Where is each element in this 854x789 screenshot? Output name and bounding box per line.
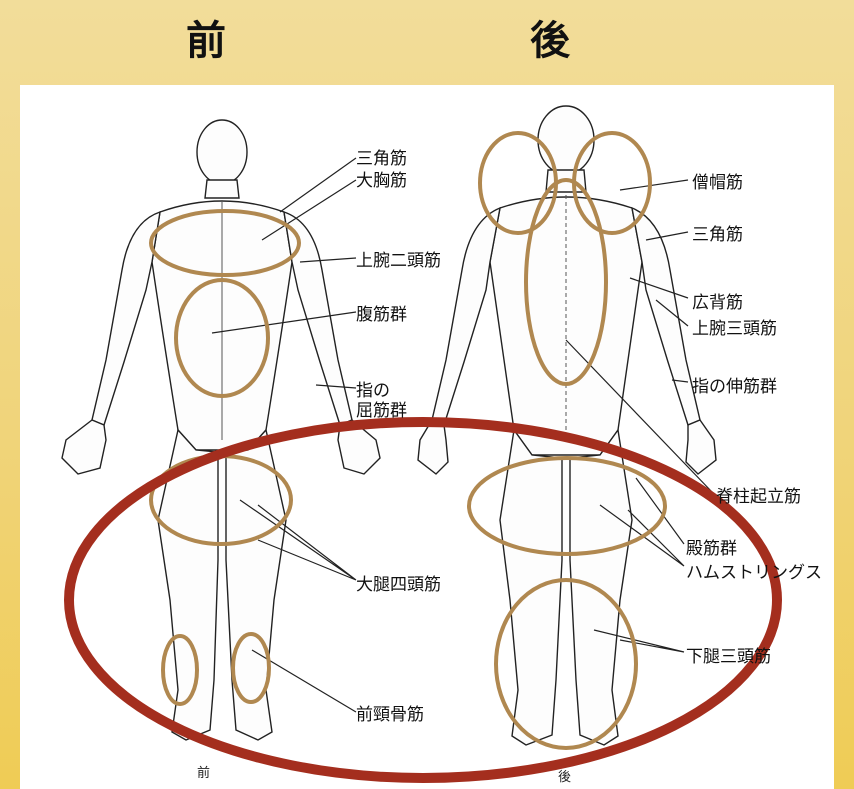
label-back-trapezius: 僧帽筋 (692, 168, 743, 193)
caption-front: 前 (197, 762, 210, 781)
label-back-triceps: 上腕三頭筋 (692, 314, 777, 339)
back-right-arm (632, 208, 700, 425)
back-left-arm (432, 208, 500, 425)
label-back-hamstrings: ハムストリングス (686, 558, 822, 583)
back-right-leg (570, 430, 632, 745)
label-back-gluteus: 殿筋群 (686, 534, 737, 559)
front-head (197, 120, 247, 184)
front-right-leg (226, 430, 286, 740)
front-left-hand (62, 420, 106, 474)
back-left-leg (500, 430, 562, 745)
label-front-pectoralis: 大胸筋 (356, 166, 407, 191)
label-back-deltoid: 三角筋 (692, 220, 743, 245)
back-head (538, 106, 594, 174)
back-right-hand (686, 420, 716, 474)
label-back-latissimus: 広背筋 (692, 288, 743, 313)
label-front-abdominals: 腹筋群 (356, 300, 407, 325)
back-torso (490, 197, 642, 455)
front-right-arm (284, 212, 352, 425)
label-back-finger: 指の伸筋群 (692, 372, 777, 397)
label-front-finger-2: 屈筋群 (356, 396, 407, 421)
label-front-tibialis: 前頸骨筋 (356, 700, 424, 725)
label-back-triceps-surae: 下腿三頭筋 (686, 642, 771, 667)
label-front-quadriceps: 大腿四頭筋 (356, 570, 441, 595)
label-back-erector: 脊柱起立筋 (716, 482, 801, 507)
ring-gluteus-hamstrings (469, 458, 665, 554)
back-left-hand (418, 420, 448, 474)
caption-back: 後 (558, 766, 571, 785)
leader-back-trapezius (620, 180, 688, 190)
label-front-biceps: 上腕二頭筋 (356, 246, 441, 271)
front-neck (205, 180, 239, 198)
